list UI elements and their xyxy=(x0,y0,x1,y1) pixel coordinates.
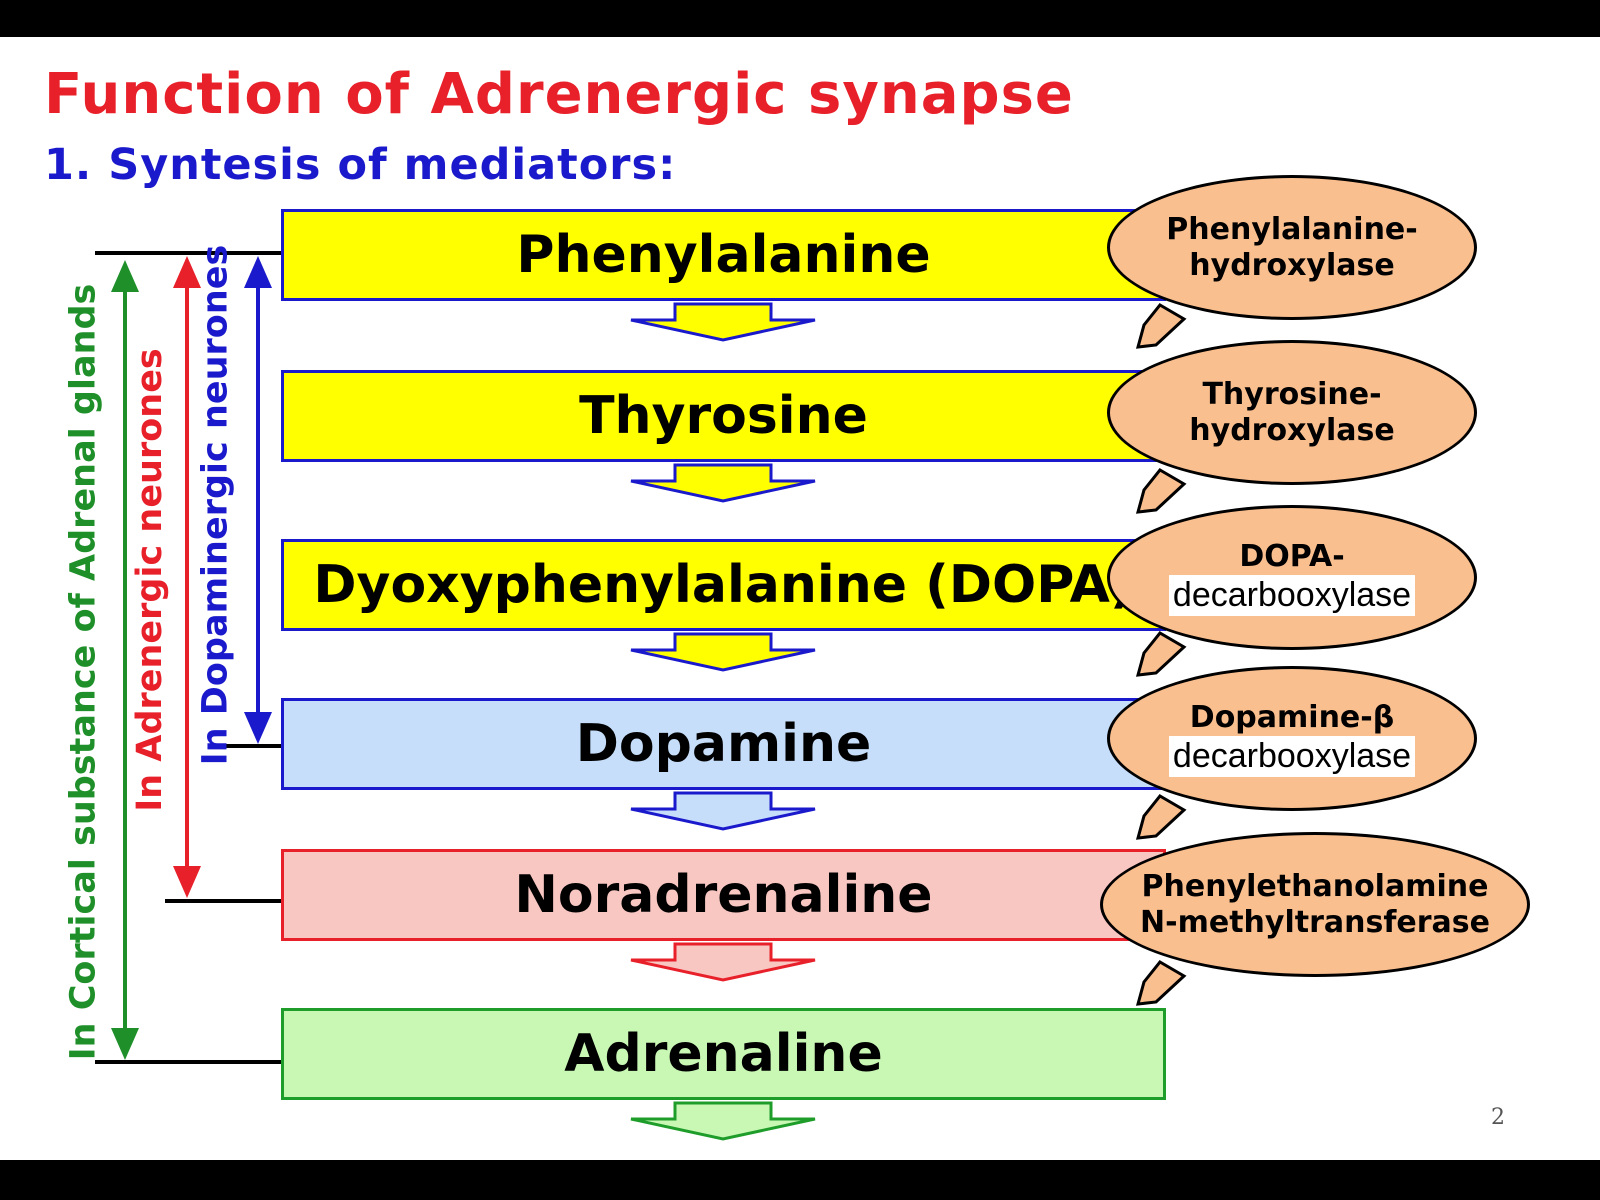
location-label-adrenergic: In Adrenergic neurones xyxy=(129,348,170,812)
enzyme-dopamine-beta: Dopamine-β decarbooxylase xyxy=(1107,666,1477,811)
slide-title: Function of Adrenergic synapse xyxy=(44,62,1074,127)
step-label: Dopamine xyxy=(575,714,872,774)
step-thyrosine: Thyrosine xyxy=(281,370,1166,462)
step-adrenaline: Adrenaline xyxy=(281,1008,1166,1100)
enzyme-pnmt: Phenylethanolamine N-methyltransferase xyxy=(1100,832,1530,977)
enzyme-line2: N-methyltransferase xyxy=(1140,904,1490,940)
bracket-arrow-head xyxy=(244,256,272,288)
bracket-arrow-head xyxy=(173,866,201,898)
enzyme-dopa-decarboxylase: DOPA- decarbooxylase xyxy=(1107,505,1477,650)
step-dopa: Dyoxyphenylalanine (DOPA) xyxy=(281,539,1166,631)
bubble-tail xyxy=(1135,960,1187,1006)
step-label: Noradrenaline xyxy=(514,865,933,925)
enzyme-line1: Dopamine-β xyxy=(1189,700,1395,736)
location-label-adrenal: In Cortical substance of Adrenal glands xyxy=(62,283,103,1061)
step-label: Dyoxyphenylalanine (DOPA) xyxy=(313,555,1134,615)
bracket-arrow-head xyxy=(111,260,139,292)
bracket-arrow-head xyxy=(173,256,201,288)
slide-subtitle: 1. Syntesis of mediators: xyxy=(44,140,677,190)
enzyme-line1: Phenylethanolamine xyxy=(1141,868,1489,904)
page-number: 2 xyxy=(1491,1105,1505,1130)
step-label: Adrenaline xyxy=(564,1024,883,1084)
enzyme-phenylalanine-hydroxylase: Phenylalanine- hydroxylase xyxy=(1107,175,1477,320)
bubble-tail xyxy=(1135,794,1187,840)
step-label: Phenylalanine xyxy=(516,225,931,285)
step-arrow xyxy=(630,463,816,503)
bracket-arrow-head xyxy=(244,712,272,744)
enzyme-line1: Thyrosine- xyxy=(1202,376,1382,412)
enzyme-thyrosine-hydroxylase: Thyrosine- hydroxylase xyxy=(1107,340,1477,485)
step-phenylalanine: Phenylalanine xyxy=(281,209,1166,301)
enzyme-line2: hydroxylase xyxy=(1189,247,1395,283)
step-arrow xyxy=(630,302,816,342)
step-arrow xyxy=(630,791,816,831)
enzyme-line1: Phenylalanine- xyxy=(1166,211,1418,247)
enzyme-line1: DOPA- xyxy=(1239,539,1345,575)
bubble-tail xyxy=(1135,468,1187,514)
step-label: Thyrosine xyxy=(579,386,868,446)
step-arrow xyxy=(630,1101,816,1141)
enzyme-line2: decarbooxylase xyxy=(1168,736,1416,777)
location-label-dopaminergic: In Dopaminergic neurones xyxy=(194,244,235,766)
bracket-arrow-head xyxy=(111,1028,139,1060)
step-arrow xyxy=(630,942,816,982)
step-dopamine: Dopamine xyxy=(281,698,1166,790)
bubble-tail xyxy=(1135,631,1187,677)
step-noradrenaline: Noradrenaline xyxy=(281,849,1166,941)
step-arrow xyxy=(630,632,816,672)
enzyme-line2: hydroxylase xyxy=(1189,412,1395,448)
bubble-tail xyxy=(1135,303,1187,349)
enzyme-line2: decarbooxylase xyxy=(1168,575,1416,616)
